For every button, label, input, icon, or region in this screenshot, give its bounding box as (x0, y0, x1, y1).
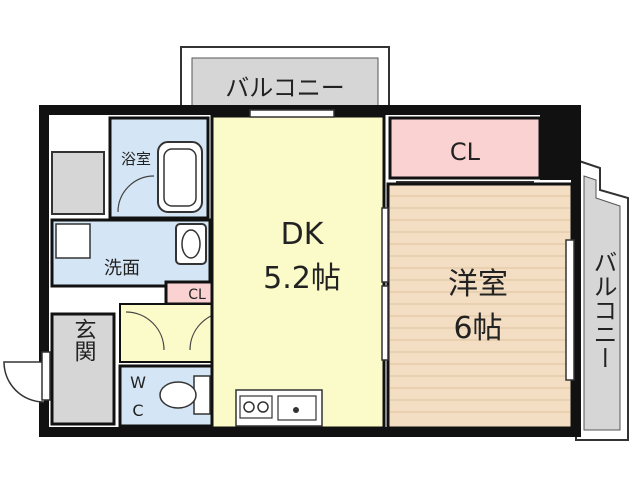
windows (41, 109, 575, 401)
western-room (386, 182, 574, 430)
bathroom (108, 116, 210, 220)
dk-name-label: DK (281, 217, 325, 252)
storage-space (51, 151, 105, 215)
stove-icon (239, 395, 273, 419)
closet-main (388, 116, 542, 180)
wc-w-label: W (130, 373, 146, 392)
balcony-top-label: バルコニー (225, 74, 345, 102)
closet-small-label: CL (188, 287, 206, 303)
washroom-label: 洗面 (104, 258, 140, 279)
sink-icon (277, 395, 317, 421)
bath-label: 浴室 (121, 150, 151, 168)
entrance-label: 玄関 (71, 318, 96, 362)
wc (118, 364, 226, 428)
entrance (3, 312, 116, 426)
balcony-right-label: バルコニー (589, 250, 617, 370)
closet-main-label: CL (450, 138, 481, 166)
western-size-label: 6帖 (453, 311, 502, 346)
balcony-right (575, 158, 629, 441)
washbasin-icon (175, 223, 207, 265)
western-name-label: 洋室 (448, 267, 508, 302)
wall-block (540, 112, 576, 180)
washroom (50, 218, 212, 288)
wc-c-label: C (132, 401, 143, 420)
dk-room (210, 114, 386, 430)
dk-size-label: 5.2帖 (263, 261, 341, 296)
toilet-icon (159, 375, 211, 415)
balcony-top (180, 46, 390, 111)
